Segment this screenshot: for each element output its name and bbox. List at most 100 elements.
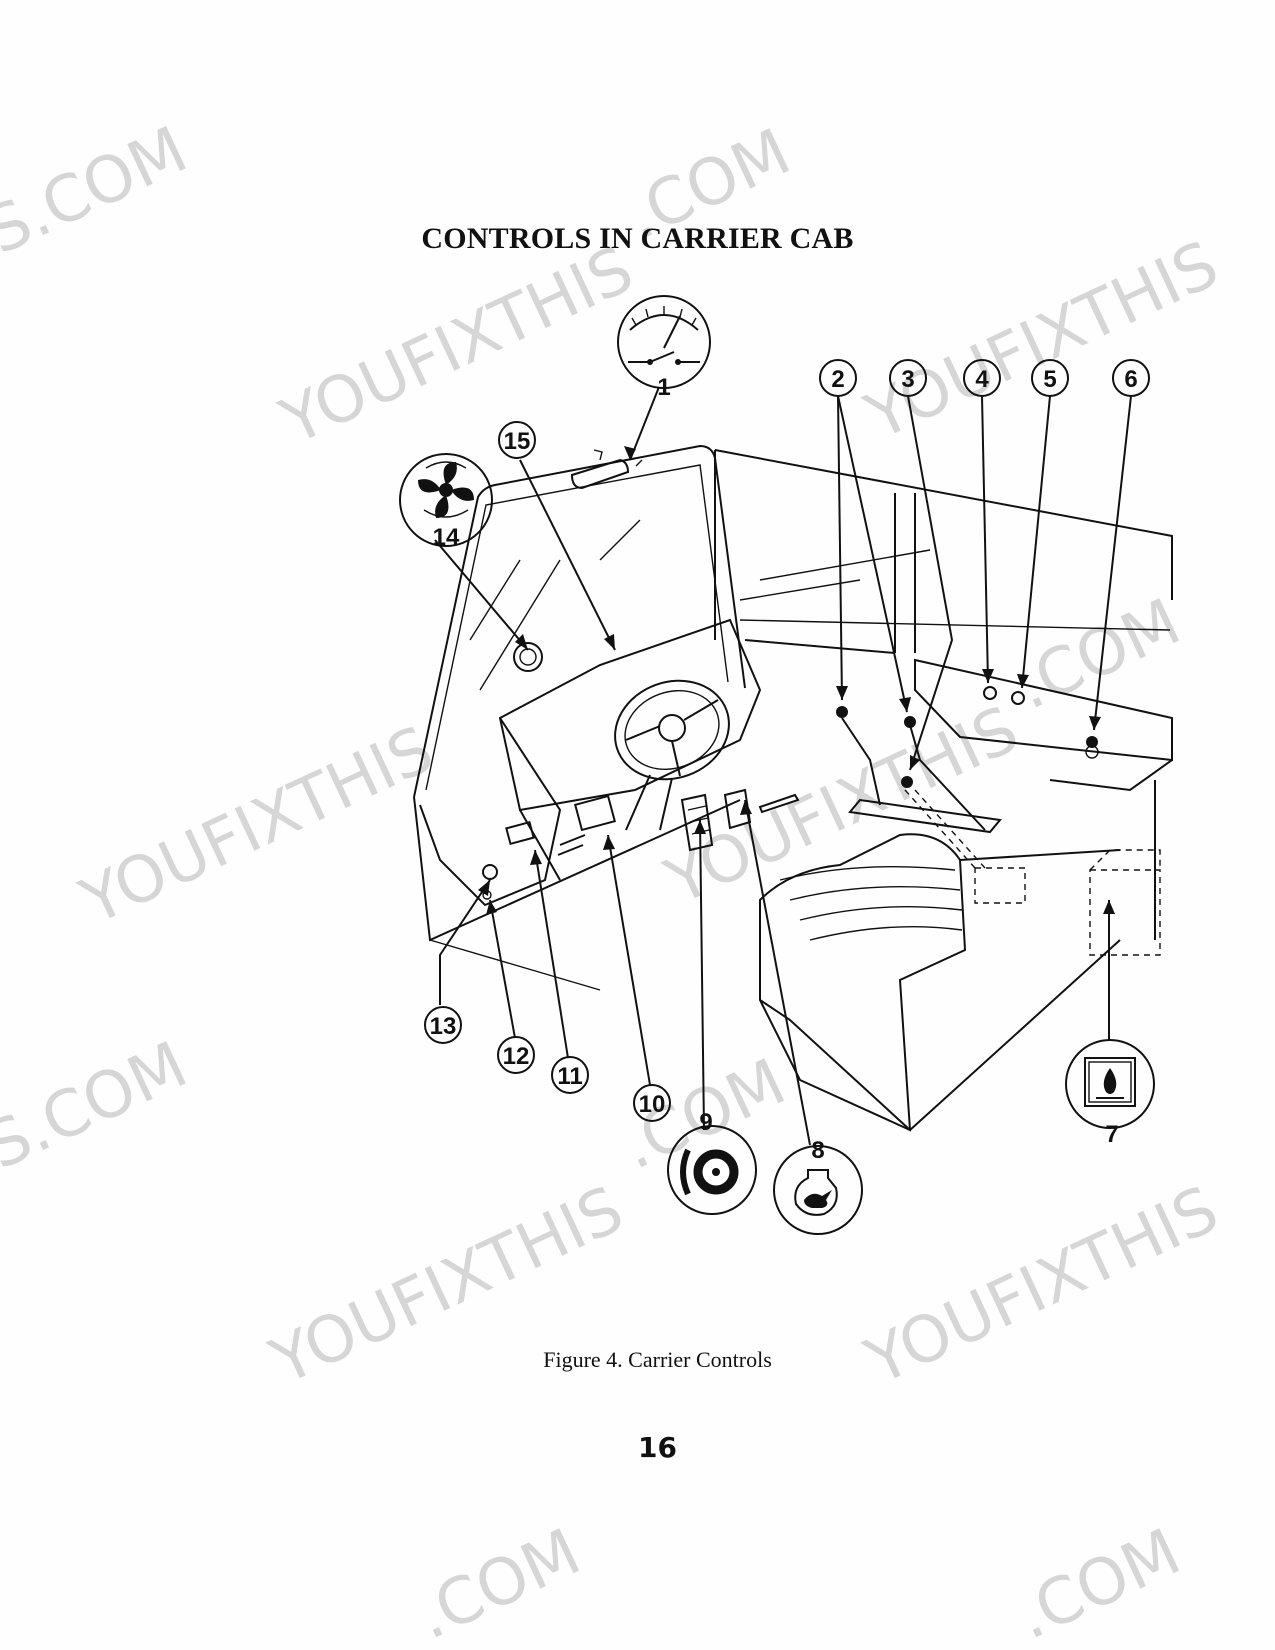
callout-circle bbox=[617, 295, 711, 389]
seat-base bbox=[759, 849, 1121, 1132]
svg-text:8: 8 bbox=[811, 1137, 824, 1164]
callout-1: 1 bbox=[617, 295, 711, 401]
seat bbox=[759, 833, 967, 1132]
heater-box bbox=[1089, 869, 1161, 956]
windshield-reflection bbox=[469, 519, 641, 691]
watermark-text: .COM bbox=[1005, 585, 1191, 724]
lever-base bbox=[848, 798, 1002, 834]
gauge-switch-icon bbox=[628, 306, 700, 365]
instrument-panel bbox=[498, 618, 762, 812]
page-title: CONTROLS IN CARRIER CAB bbox=[421, 222, 854, 255]
figure-caption: Figure 4. Carrier Controls bbox=[543, 1347, 772, 1372]
right-console-edge bbox=[1049, 759, 1173, 792]
arrowhead bbox=[740, 800, 752, 815]
callout-11: 11 bbox=[551, 1056, 589, 1094]
rear-sill bbox=[744, 639, 896, 654]
arrowhead bbox=[604, 634, 615, 650]
knob-2 bbox=[836, 706, 848, 718]
callout-3: 3 bbox=[889, 359, 927, 397]
arrowhead bbox=[1017, 674, 1029, 688]
arrowhead bbox=[910, 755, 920, 770]
footrest bbox=[758, 793, 800, 814]
watermark-text: .COM bbox=[405, 1515, 591, 1650]
horn-hare-icon bbox=[794, 1169, 838, 1216]
page-number: 16 bbox=[638, 1431, 677, 1464]
watermark-text: YOUFIXTHIS bbox=[70, 713, 445, 940]
windshield-glass bbox=[425, 464, 729, 791]
svg-text:1: 1 bbox=[657, 374, 670, 401]
leader-1 bbox=[629, 386, 660, 461]
arrowhead bbox=[603, 835, 615, 850]
svg-text:7: 7 bbox=[1105, 1121, 1118, 1148]
svg-text:13: 13 bbox=[430, 1013, 457, 1040]
svg-text:15: 15 bbox=[504, 428, 531, 455]
heater-box-top bbox=[1089, 849, 1161, 871]
callout-12: 12 bbox=[497, 1036, 535, 1074]
watermark-text: S.COM bbox=[0, 1028, 198, 1184]
seat-cushion-lines bbox=[779, 865, 963, 941]
roof-gauge-wires bbox=[593, 449, 643, 467]
arrowhead bbox=[624, 446, 636, 460]
svg-text:4: 4 bbox=[975, 366, 989, 393]
switch-6-base bbox=[1085, 745, 1099, 759]
hidden-box bbox=[974, 867, 1026, 904]
floor-line bbox=[429, 939, 601, 991]
arrowhead bbox=[836, 686, 848, 700]
leader-11 bbox=[534, 849, 569, 1059]
switch-6 bbox=[1086, 736, 1098, 748]
callout-2: 2 bbox=[819, 359, 857, 397]
leader-2a bbox=[837, 395, 843, 701]
leader-2b bbox=[837, 395, 908, 713]
knob-3b bbox=[901, 776, 913, 788]
fan-housing bbox=[513, 642, 543, 672]
watermark-text: YOUFIXTHIS bbox=[855, 228, 1230, 455]
arrowhead bbox=[982, 669, 994, 683]
callout-8: 8 bbox=[773, 1137, 863, 1235]
leader-15 bbox=[519, 459, 616, 651]
callout-9: 9 bbox=[667, 1109, 757, 1215]
watermark-text: YOUFIXTHIS bbox=[270, 233, 645, 460]
roof-gauge bbox=[570, 458, 630, 490]
fan-housing-inner bbox=[519, 648, 537, 666]
windshield-frame bbox=[413, 444, 746, 798]
callout-13: 13 bbox=[424, 1006, 462, 1044]
leader-10 bbox=[607, 834, 651, 1086]
callout-circle bbox=[773, 1145, 863, 1235]
svg-text:12: 12 bbox=[503, 1043, 530, 1070]
arrowhead bbox=[515, 634, 528, 650]
steering-wheel bbox=[614, 679, 730, 781]
leader-9 bbox=[699, 819, 705, 1131]
leader-4 bbox=[981, 395, 989, 684]
svg-text:5: 5 bbox=[1043, 366, 1056, 393]
steering-hub bbox=[658, 714, 686, 742]
arrowhead bbox=[530, 850, 542, 865]
rear-wall bbox=[714, 449, 1173, 640]
control-lever bbox=[557, 834, 586, 856]
leader-12 bbox=[489, 899, 516, 1039]
arrowhead bbox=[899, 697, 911, 712]
callout-circles: 2 3 4 5 6 15 13 12 11 10 bbox=[424, 359, 1150, 1122]
right-console bbox=[914, 658, 1173, 762]
svg-text:3: 3 bbox=[901, 366, 914, 393]
switch-5 bbox=[1011, 691, 1025, 705]
callout-4: 4 bbox=[963, 359, 1001, 397]
arrowhead bbox=[1103, 900, 1115, 914]
callout-5: 5 bbox=[1031, 359, 1069, 397]
knob bbox=[482, 864, 498, 880]
gear-lever-2 bbox=[841, 717, 881, 806]
steering-column bbox=[625, 774, 673, 831]
watermark-layer: S.COM YOUFIXTHIS .COM YOUFIXTHIS YOUFIXT… bbox=[0, 113, 1229, 1650]
fan-icon bbox=[418, 461, 474, 518]
dash-edge bbox=[519, 809, 561, 881]
callout-circle bbox=[667, 1125, 757, 1215]
arrowhead bbox=[694, 820, 706, 834]
callout-10: 10 bbox=[633, 1084, 671, 1122]
switch-4 bbox=[983, 686, 997, 700]
svg-text:10: 10 bbox=[639, 1091, 666, 1118]
svg-text:9: 9 bbox=[699, 1109, 712, 1136]
brake-pedal bbox=[680, 793, 714, 852]
svg-text:6: 6 bbox=[1124, 366, 1137, 393]
arrowhead bbox=[486, 900, 497, 915]
rear-pillar bbox=[894, 493, 916, 653]
steering-spokes bbox=[625, 699, 719, 777]
